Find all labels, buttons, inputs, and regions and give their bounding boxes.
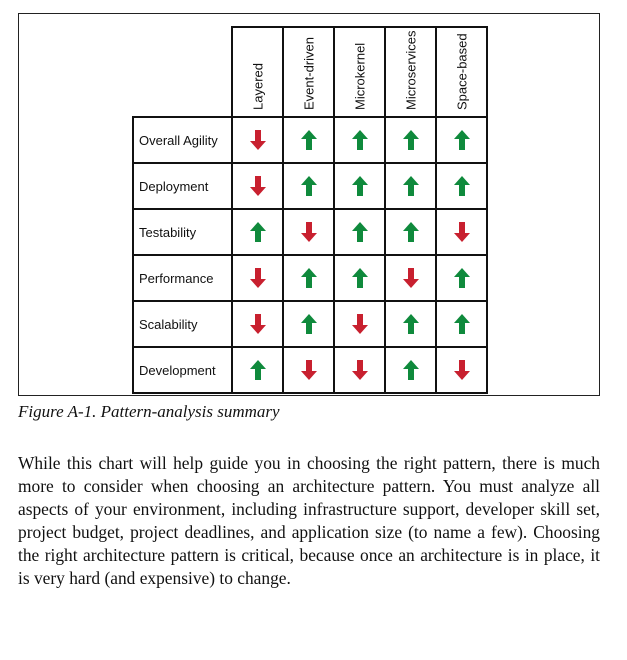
rating-cell [435, 116, 488, 164]
rating-cell [384, 208, 437, 256]
row-label: Testability [132, 208, 233, 256]
table-row: Deployment [132, 162, 488, 210]
column-header-layered: Layered [231, 26, 284, 118]
column-label: Layered [250, 63, 265, 110]
rating-cell [435, 254, 488, 302]
row-label: Performance [132, 254, 233, 302]
rating-cell [231, 300, 284, 348]
table-row: Overall Agility [132, 116, 488, 164]
arrow-up-icon [386, 220, 435, 244]
column-header-space-based: Space-based [435, 26, 488, 118]
arrow-up-icon [233, 220, 282, 244]
row-label: Scalability [132, 300, 233, 348]
rating-cell [282, 208, 335, 256]
row-label: Overall Agility [132, 116, 233, 164]
arrow-down-icon [386, 266, 435, 290]
rating-cell [333, 254, 386, 302]
rating-cell [282, 116, 335, 164]
rating-cell [231, 346, 284, 394]
arrow-down-icon [233, 128, 282, 152]
table-row: Performance [132, 254, 488, 302]
table-row: Scalability [132, 300, 488, 348]
arrow-down-icon [284, 358, 333, 382]
header-row: Layered Event-driven Microkernel Microse… [133, 26, 488, 118]
row-label: Deployment [132, 162, 233, 210]
arrow-up-icon [284, 128, 333, 152]
rating-cell [435, 208, 488, 256]
table-row: Development [132, 346, 488, 394]
arrow-down-icon [233, 266, 282, 290]
rating-cell [384, 116, 437, 164]
rating-cell [333, 346, 386, 394]
column-header-event-driven: Event-driven [282, 26, 335, 118]
column-label: Event-driven [301, 37, 316, 110]
rating-cell [231, 254, 284, 302]
arrow-up-icon [386, 174, 435, 198]
rating-cell [282, 254, 335, 302]
rating-cell [384, 346, 437, 394]
arrow-down-icon [233, 174, 282, 198]
rating-cell [435, 162, 488, 210]
column-label: Microservices [403, 30, 418, 110]
arrow-up-icon [335, 174, 384, 198]
arrow-down-icon [284, 220, 333, 244]
rating-cell [333, 208, 386, 256]
arrow-up-icon [284, 266, 333, 290]
arrow-up-icon [437, 312, 486, 336]
arrow-down-icon [233, 312, 282, 336]
rating-cell [231, 208, 284, 256]
rating-cell [333, 300, 386, 348]
arrow-up-icon [437, 128, 486, 152]
arrow-up-icon [335, 128, 384, 152]
table-corner [133, 27, 232, 117]
column-label: Microkernel [352, 42, 367, 110]
row-label: Development [132, 346, 233, 394]
rating-cell [231, 116, 284, 164]
arrow-up-icon [335, 266, 384, 290]
arrow-down-icon [437, 358, 486, 382]
arrow-down-icon [437, 220, 486, 244]
rating-cell [435, 346, 488, 394]
rating-cell [231, 162, 284, 210]
figure-caption: Figure A-1. Pattern-analysis summary [18, 402, 280, 421]
rating-cell [282, 346, 335, 394]
figure-frame: Layered Event-driven Microkernel Microse… [18, 13, 600, 396]
pattern-analysis-table: Layered Event-driven Microkernel Microse… [132, 26, 488, 394]
arrow-down-icon [335, 358, 384, 382]
arrow-up-icon [437, 266, 486, 290]
rating-cell [384, 162, 437, 210]
arrow-up-icon [437, 174, 486, 198]
arrow-up-icon [335, 220, 384, 244]
column-header-microkernel: Microkernel [333, 26, 386, 118]
arrow-up-icon [233, 358, 282, 382]
rating-cell [384, 300, 437, 348]
arrow-up-icon [284, 174, 333, 198]
body-paragraph: While this chart will help guide you in … [18, 453, 600, 588]
arrow-up-icon [386, 358, 435, 382]
arrow-up-icon [386, 128, 435, 152]
arrow-up-icon [284, 312, 333, 336]
column-label: Space-based [454, 33, 469, 110]
rating-cell [435, 300, 488, 348]
arrow-down-icon [335, 312, 384, 336]
rating-cell [282, 162, 335, 210]
table-row: Testability [132, 208, 488, 256]
rating-cell [333, 162, 386, 210]
rating-cell [282, 300, 335, 348]
rating-cell [333, 116, 386, 164]
arrow-up-icon [386, 312, 435, 336]
column-header-microservices: Microservices [384, 26, 437, 118]
rating-cell [384, 254, 437, 302]
